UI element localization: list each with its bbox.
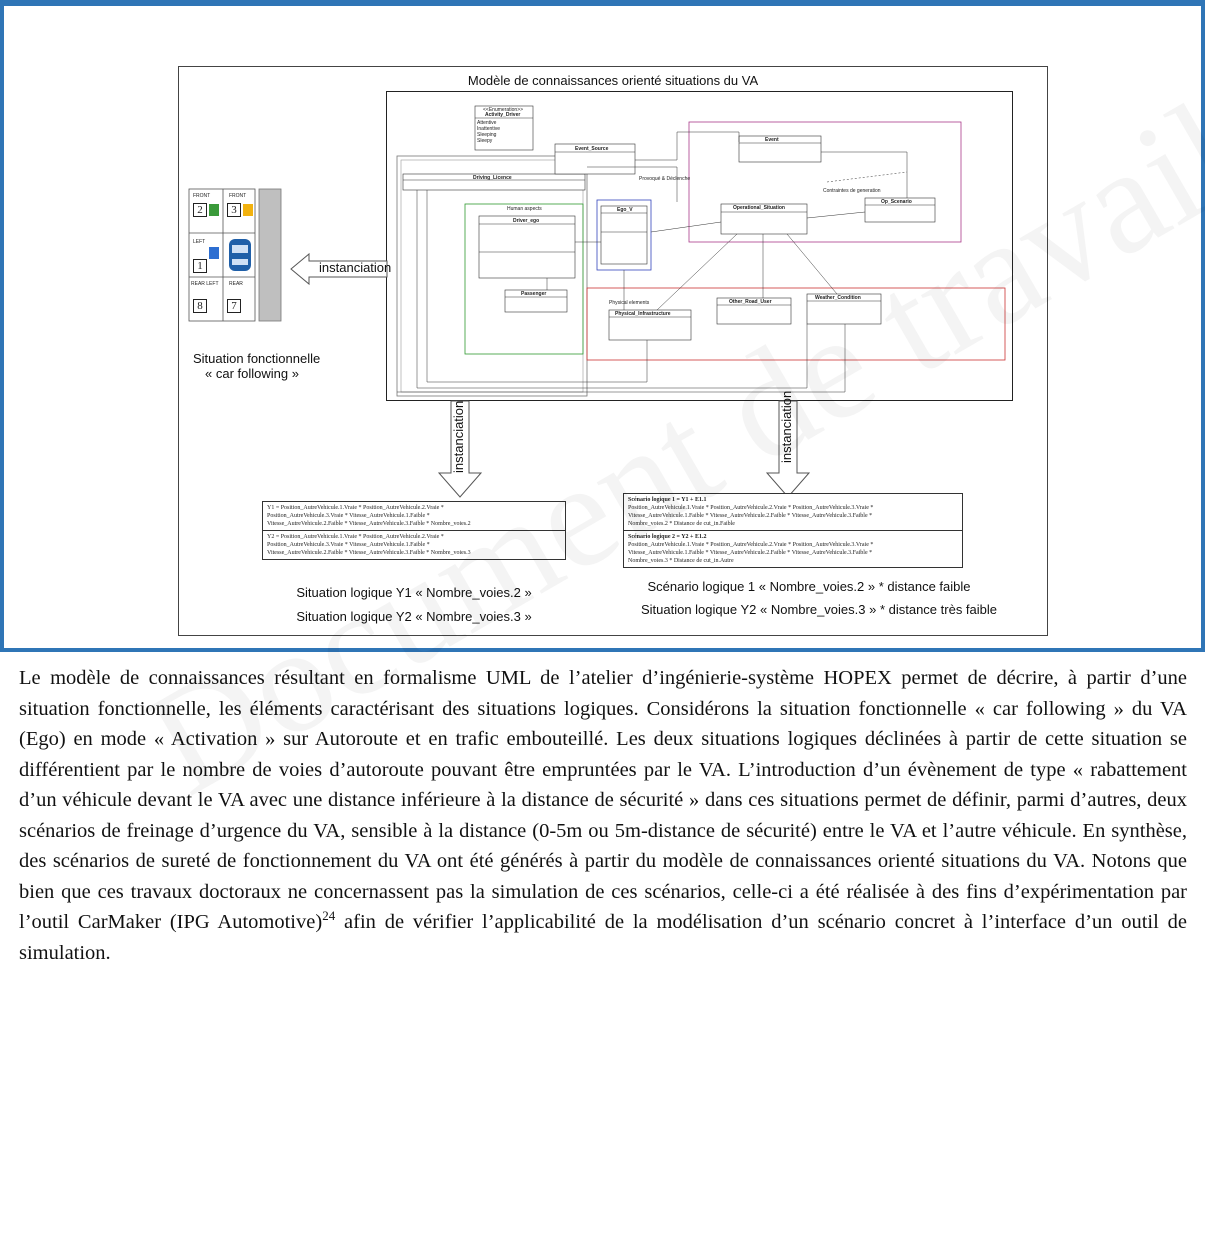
formula-line: Nombre_voies.3 * Distance de cut_in.Autr… [628, 558, 734, 564]
logical-situation-y2: Y2 = Position_AutreVehicule.1.Vraie * Po… [263, 530, 565, 559]
left-frame-border [0, 0, 4, 650]
scenario-title: Scénario logique 2 = Y2 + E1.2 [628, 534, 707, 540]
formula-line: Vitesse_AutreVehicule.1.Faible * Vitesse… [628, 513, 873, 519]
package-physical-elements: Physical elements [609, 300, 650, 306]
class-driver-ego: Driver_ego [513, 218, 540, 224]
enum-value: Inattentive [477, 126, 501, 132]
caption-logical-situation-y2-distance: Situation logique Y2 « Nombre_voies.3 » … [640, 602, 998, 617]
lane-number: 7 [227, 299, 241, 313]
lane-number: 8 [193, 299, 207, 313]
vehicle-marker-green [209, 204, 219, 216]
class-physical-infrastructure: Physical_Infrastructure [615, 311, 671, 317]
constraint-label: Contraintes de generation [823, 188, 881, 194]
frame-separator [0, 648, 1205, 652]
label-front: FRONT [229, 193, 247, 199]
right-frame-border [1201, 0, 1205, 650]
instanciation-arrow-down-left [437, 400, 483, 498]
class-op-scenario: Op_Scenario [881, 199, 912, 205]
body-paragraph: Le modèle de connaissances résultant en … [19, 663, 1187, 968]
formula-line: Nombre_voies.2 * Distance de cut_in.Faib… [628, 521, 735, 527]
class-event: Event [765, 137, 779, 143]
vehicle-marker-blue [209, 247, 219, 259]
knowledge-model-figure: Modèle de connaissances orienté situatio… [178, 66, 1048, 636]
uml-diagram: <<Enumeration>> Activity_Driver Attentiv… [386, 91, 1013, 401]
class-driving-licence: Driving_Licence [473, 175, 512, 181]
formula-line: Vitesse_AutreVehicule.2.Faible * Vitesse… [267, 550, 471, 556]
formula-line: Y2 = Position_AutreVehicule.1.Vraie * Po… [267, 534, 444, 540]
enum-stereotype: <<Enumeration>> [483, 107, 524, 113]
functional-situation-name: « car following » [205, 366, 299, 381]
formula-line: Vitesse_AutreVehicule.2.Faible * Vitesse… [267, 521, 471, 527]
logical-situations-box: Y1 = Position_AutreVehicule.1.Vraie * Po… [262, 501, 566, 560]
class-operational-situation: Operational_Situation [733, 205, 785, 211]
caption-logical-scenario-1: Scénario logique 1 « Nombre_voies.2 » * … [647, 579, 971, 594]
class-weather-condition: Weather_Condition [815, 295, 861, 301]
vehicle-marker-yellow [243, 204, 253, 216]
logical-scenario-2: Scénario logique 2 = Y2 + E1.2 Position_… [624, 530, 962, 567]
caption-logical-situation-y2: Situation logique Y2 « Nombre_voies.3 » [296, 609, 532, 624]
formula-line: Position_AutreVehicule.1.Vraie * Positio… [628, 542, 874, 548]
lane-number: 3 [227, 203, 241, 217]
instanciation-label-down-left: instanciation [451, 400, 466, 473]
logical-situation-y1: Y1 = Position_AutreVehicule.1.Vraie * Po… [263, 502, 565, 530]
label-rear-left: REAR LEFT [191, 281, 219, 287]
instanciation-arrow-left [290, 252, 388, 286]
label-front-left: FRONT [193, 193, 211, 199]
class-ego-v: Ego_V [617, 207, 633, 213]
label-left: LEFT [193, 239, 206, 245]
functional-situation-title: Situation fonctionnelle [193, 351, 321, 366]
instanciation-label-down-right: instanciation [779, 390, 794, 463]
functional-situation-caption: Situation fonctionnelle « car following … [193, 351, 363, 381]
formula-line: Y1 = Position_AutreVehicule.1.Vraie * Po… [267, 505, 444, 511]
enum-value: Attentive [477, 120, 497, 126]
formula-line: Position_AutreVehicule.3.Vraie * Vitesse… [267, 542, 430, 548]
class-event-source: Event_Source [575, 146, 609, 152]
instanciation-arrow-down-right [765, 400, 811, 498]
association-label: Provoqué & Déclenche [639, 176, 691, 182]
logical-scenario-1: Scénario logique 1 = Y1 + E1.1 Position_… [624, 494, 962, 530]
logical-scenarios-box: Scénario logique 1 = Y1 + E1.1 Position_… [623, 493, 963, 568]
top-frame-border [0, 0, 1205, 6]
footnote-reference: 24 [322, 908, 336, 924]
caption-logical-situation-y1: Situation logique Y1 « Nombre_voies.2 » [296, 585, 532, 600]
figure-title: Modèle de connaissances orienté situatio… [467, 73, 759, 88]
uml-diagram-drawing [396, 105, 1006, 397]
lane-number: 2 [193, 203, 207, 217]
class-other-road-user: Other_Road_User [729, 299, 772, 305]
formula-line: Vitesse_AutreVehicule.1.Faible * Vitesse… [628, 550, 873, 556]
paragraph-text: Le modèle de connaissances résultant en … [19, 667, 1187, 933]
formula-line: Position_AutreVehicule.3.Vraie * Vitesse… [267, 513, 430, 519]
label-rear: REAR [229, 281, 243, 287]
paragraph-text-end: afin de vérifier l’applicabilité de la m… [19, 911, 1187, 964]
class-passenger: Passenger [521, 291, 547, 297]
road-situation-illustration: FRONT FRONT LEFT REAR LEFT REAR 2 3 1 8 … [187, 187, 287, 327]
enum-name: Activity_Driver [485, 112, 521, 118]
formula-line: Position_AutreVehicule.1.Vraie * Positio… [628, 505, 874, 511]
instanciation-label-left: instanciation [319, 260, 392, 275]
package-human-aspects: Human aspects [507, 206, 542, 212]
lane-number: 1 [193, 259, 207, 273]
enum-value: Sleepy [477, 138, 493, 144]
enum-value: Sleeping [477, 132, 497, 138]
scenario-title: Scénario logique 1 = Y1 + E1.1 [628, 497, 707, 503]
